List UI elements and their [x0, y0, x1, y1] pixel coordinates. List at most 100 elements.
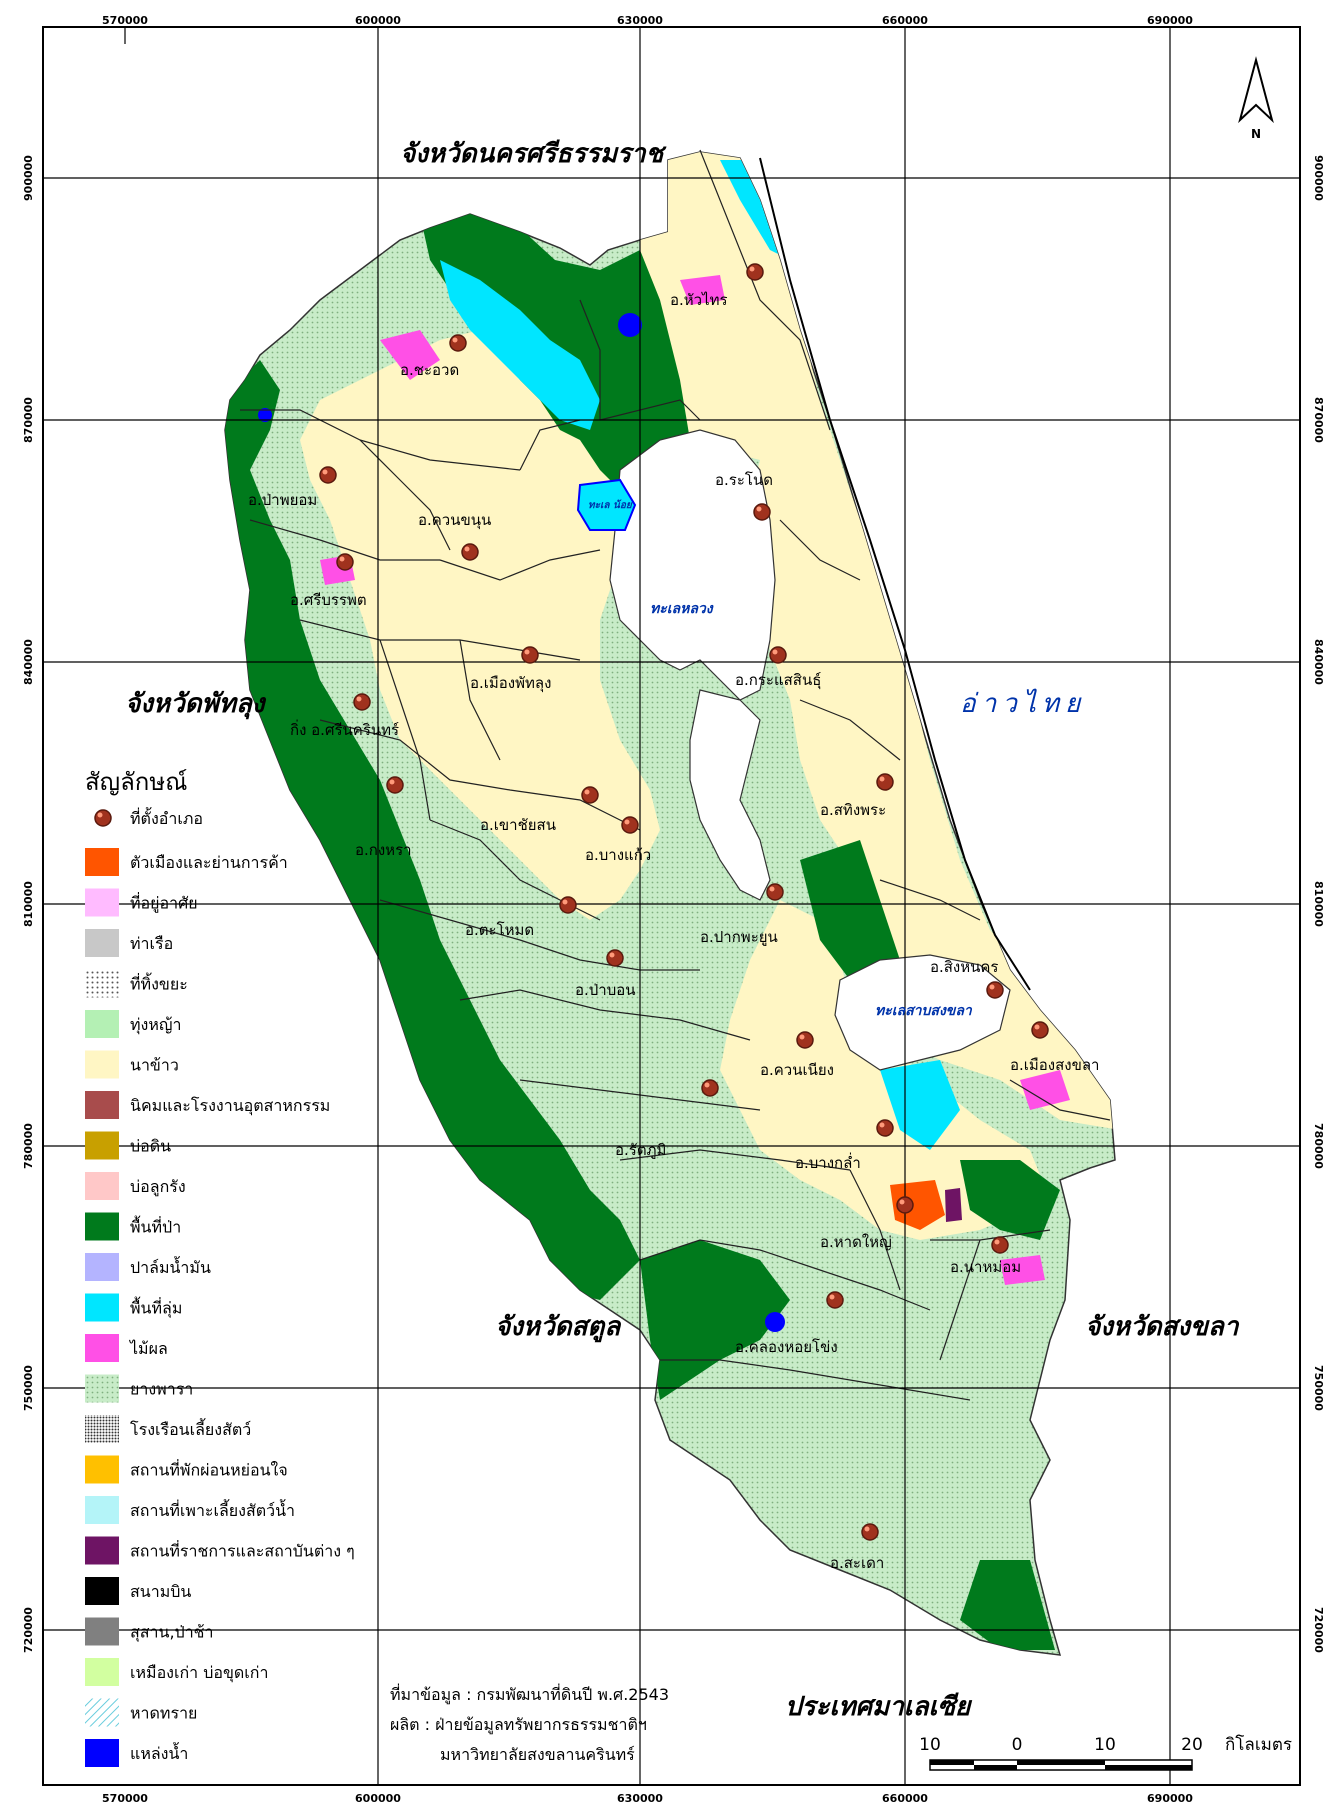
district-label: อ.เมืองพัทลุง [470, 674, 551, 693]
y-tick-left-6: 720000 [22, 1607, 35, 1653]
fruit-patch-3 [1020, 1070, 1070, 1110]
x-tick-bottom-2: 630000 [617, 1792, 663, 1805]
legend-swatch [85, 1698, 119, 1727]
legend-swatch [85, 1253, 119, 1281]
legend-item-11: พื้นที่ลุ่ม [85, 1293, 182, 1322]
legend-item-4: ทุ่งหญ้า [85, 1010, 182, 1038]
y-tick-left-0: 900000 [22, 155, 35, 201]
district-13: อ.กงหรา [355, 776, 412, 859]
grid-lines [43, 27, 1300, 1785]
district-label: อ.เขาชัยสน [480, 816, 556, 834]
legend-item-19: สุสาน,ป่าช้า [85, 1617, 214, 1646]
north-arrow-label: N [1251, 127, 1261, 141]
district-point-icon [319, 466, 337, 484]
boundaries [240, 149, 1111, 1401]
legend-label: นาข้าว [130, 1056, 179, 1075]
district-18: อ.เมืองสงขลา [1010, 1021, 1099, 1074]
district-9: อ.สทิงพระ [820, 773, 894, 819]
label-satun: จังหวัดสตูล [495, 1312, 622, 1343]
legend-label: บ่อลูกรัง [130, 1177, 186, 1197]
legend-label: นิคมและโรงงานอุตสาหกรรม [130, 1096, 330, 1116]
north-arrow-icon: N [1238, 56, 1274, 141]
y-tick-right-2: 840000 [1312, 639, 1325, 685]
reservoir-3 [258, 408, 272, 422]
district-4: อ.ควนขนุน [418, 511, 491, 561]
legend-item-0: ตัวเมืองและย่านการค้า [85, 848, 288, 876]
y-tick-right-0: 900000 [1312, 155, 1325, 201]
district-point-highlight [989, 984, 995, 990]
legend-item-1: ที่อยู่อาศัย [85, 888, 198, 917]
district-point-highlight [452, 337, 458, 343]
district-11: อ.บางแก้ว [585, 816, 651, 864]
district-point-highlight [769, 886, 775, 892]
legend-swatch [85, 1050, 119, 1079]
district-point-icon [606, 949, 624, 967]
district-19: อ.รัตภูมิ [615, 1079, 719, 1159]
legend-swatch [85, 1496, 119, 1524]
legend-item-7: บ่อดิน [85, 1131, 171, 1160]
district-12: อ.ตะโหมด [465, 896, 577, 939]
district-label: อ.ตะโหมด [465, 921, 534, 939]
district-24: อ.สะเดา [830, 1523, 884, 1572]
legend-label: ยางพารา [130, 1380, 193, 1399]
legend-label: ท่าเรือ [130, 934, 173, 953]
district-point-highlight [829, 1294, 835, 1300]
legend-item-16: สถานที่เพาะเลี้ยงสัตว์น้ำ [85, 1496, 295, 1524]
y-ticks-right: 900000 870000 840000 810000 780000 75000… [1312, 155, 1325, 1653]
wetland-south-lake [880, 1060, 960, 1150]
legend-label: สถานที่เพาะเลี้ยงสัตว์น้ำ [130, 1499, 295, 1520]
legend-point: ที่ตั้งอำเภอ [94, 807, 203, 828]
district-label: อ.ป่าพยอม [248, 491, 317, 509]
legend-point-label: ที่ตั้งอำเภอ [130, 807, 203, 828]
legend-label: สถานที่ราชการและสถาบันต่าง ๆ [130, 1540, 355, 1561]
credit-university: มหาวิทยาลัยสงขลานครินทร์ [440, 1745, 635, 1764]
district-label: อ.เมืองสงขลา [1010, 1056, 1099, 1074]
district-point-icon [581, 786, 599, 804]
y-tick-left-2: 840000 [22, 639, 35, 685]
district-point-icon [826, 1291, 844, 1309]
district-point-highlight [879, 776, 885, 782]
district-label: อ.ปากพะยูน [700, 928, 778, 946]
district-point-icon [796, 1031, 814, 1049]
district-point-highlight [356, 696, 362, 702]
legend-item-5: นาข้าว [85, 1050, 179, 1079]
district-1: อ.ชะอวด [400, 334, 467, 379]
legend-item-13: ยางพารา [85, 1374, 193, 1403]
songkhla-lake-upper [689, 689, 771, 901]
y-tick-left-4: 780000 [22, 1123, 35, 1169]
district-23: อ.คลองหอยโข่ง [735, 1291, 844, 1356]
legend-item-21: หาดทราย [85, 1698, 197, 1727]
scale-bar: 10 0 10 20 กิโลเมตร [919, 1734, 1292, 1771]
legend-swatch [85, 1334, 119, 1362]
district-label: อ.ป่าบอน [575, 981, 636, 999]
district-point-icon [896, 1196, 914, 1214]
district-point-highlight [864, 1526, 870, 1532]
district-point-highlight [389, 779, 395, 785]
y-tick-left-1: 870000 [22, 397, 35, 443]
district-21: อ.หาดใหญ่ [820, 1196, 914, 1251]
rice-zone-north [300, 152, 1115, 1130]
forest-south-east [960, 1560, 1055, 1650]
district-10: อ.เขาชัยสน [480, 786, 599, 834]
town-hatyai [890, 1180, 945, 1230]
district-label: อ.ชะอวด [400, 361, 459, 379]
legend-swatch [85, 969, 119, 998]
wetland-north [440, 260, 600, 430]
legend-swatch [85, 1536, 119, 1565]
credit-producer: ผลิต : ฝ่ายข้อมูลทรัพยากรธรรมชาติฯ [390, 1715, 647, 1735]
district-label: อ.นาหม่อม [950, 1258, 1021, 1276]
legend-title: สัญลักษณ์ [85, 768, 187, 796]
x-tick-bottom-1: 600000 [355, 1792, 401, 1805]
institution-hatyai [945, 1188, 962, 1222]
legend-label: ปาล์มน้ำมัน [130, 1256, 211, 1277]
legend: สัญลักษณ์ ที่ตั้งอำเภอ ตัวเมืองและย่านกา… [85, 768, 355, 1767]
district-point-icon [1031, 1021, 1049, 1039]
district-label: อ.ระโนด [715, 471, 773, 489]
label-gulf: อ่าวไทย [960, 688, 1086, 719]
fruit-patch-5 [1000, 1255, 1045, 1285]
credit-source: ที่มาข้อมูล : กรมพัฒนาที่ดินปี พ.ศ.2543 [390, 1683, 669, 1705]
district-point-highlight [562, 899, 568, 905]
district-point-highlight [994, 1239, 1000, 1245]
y-ticks-left: 900000 870000 840000 810000 780000 75000… [22, 155, 35, 1653]
y-tick-right-3: 810000 [1312, 881, 1325, 927]
